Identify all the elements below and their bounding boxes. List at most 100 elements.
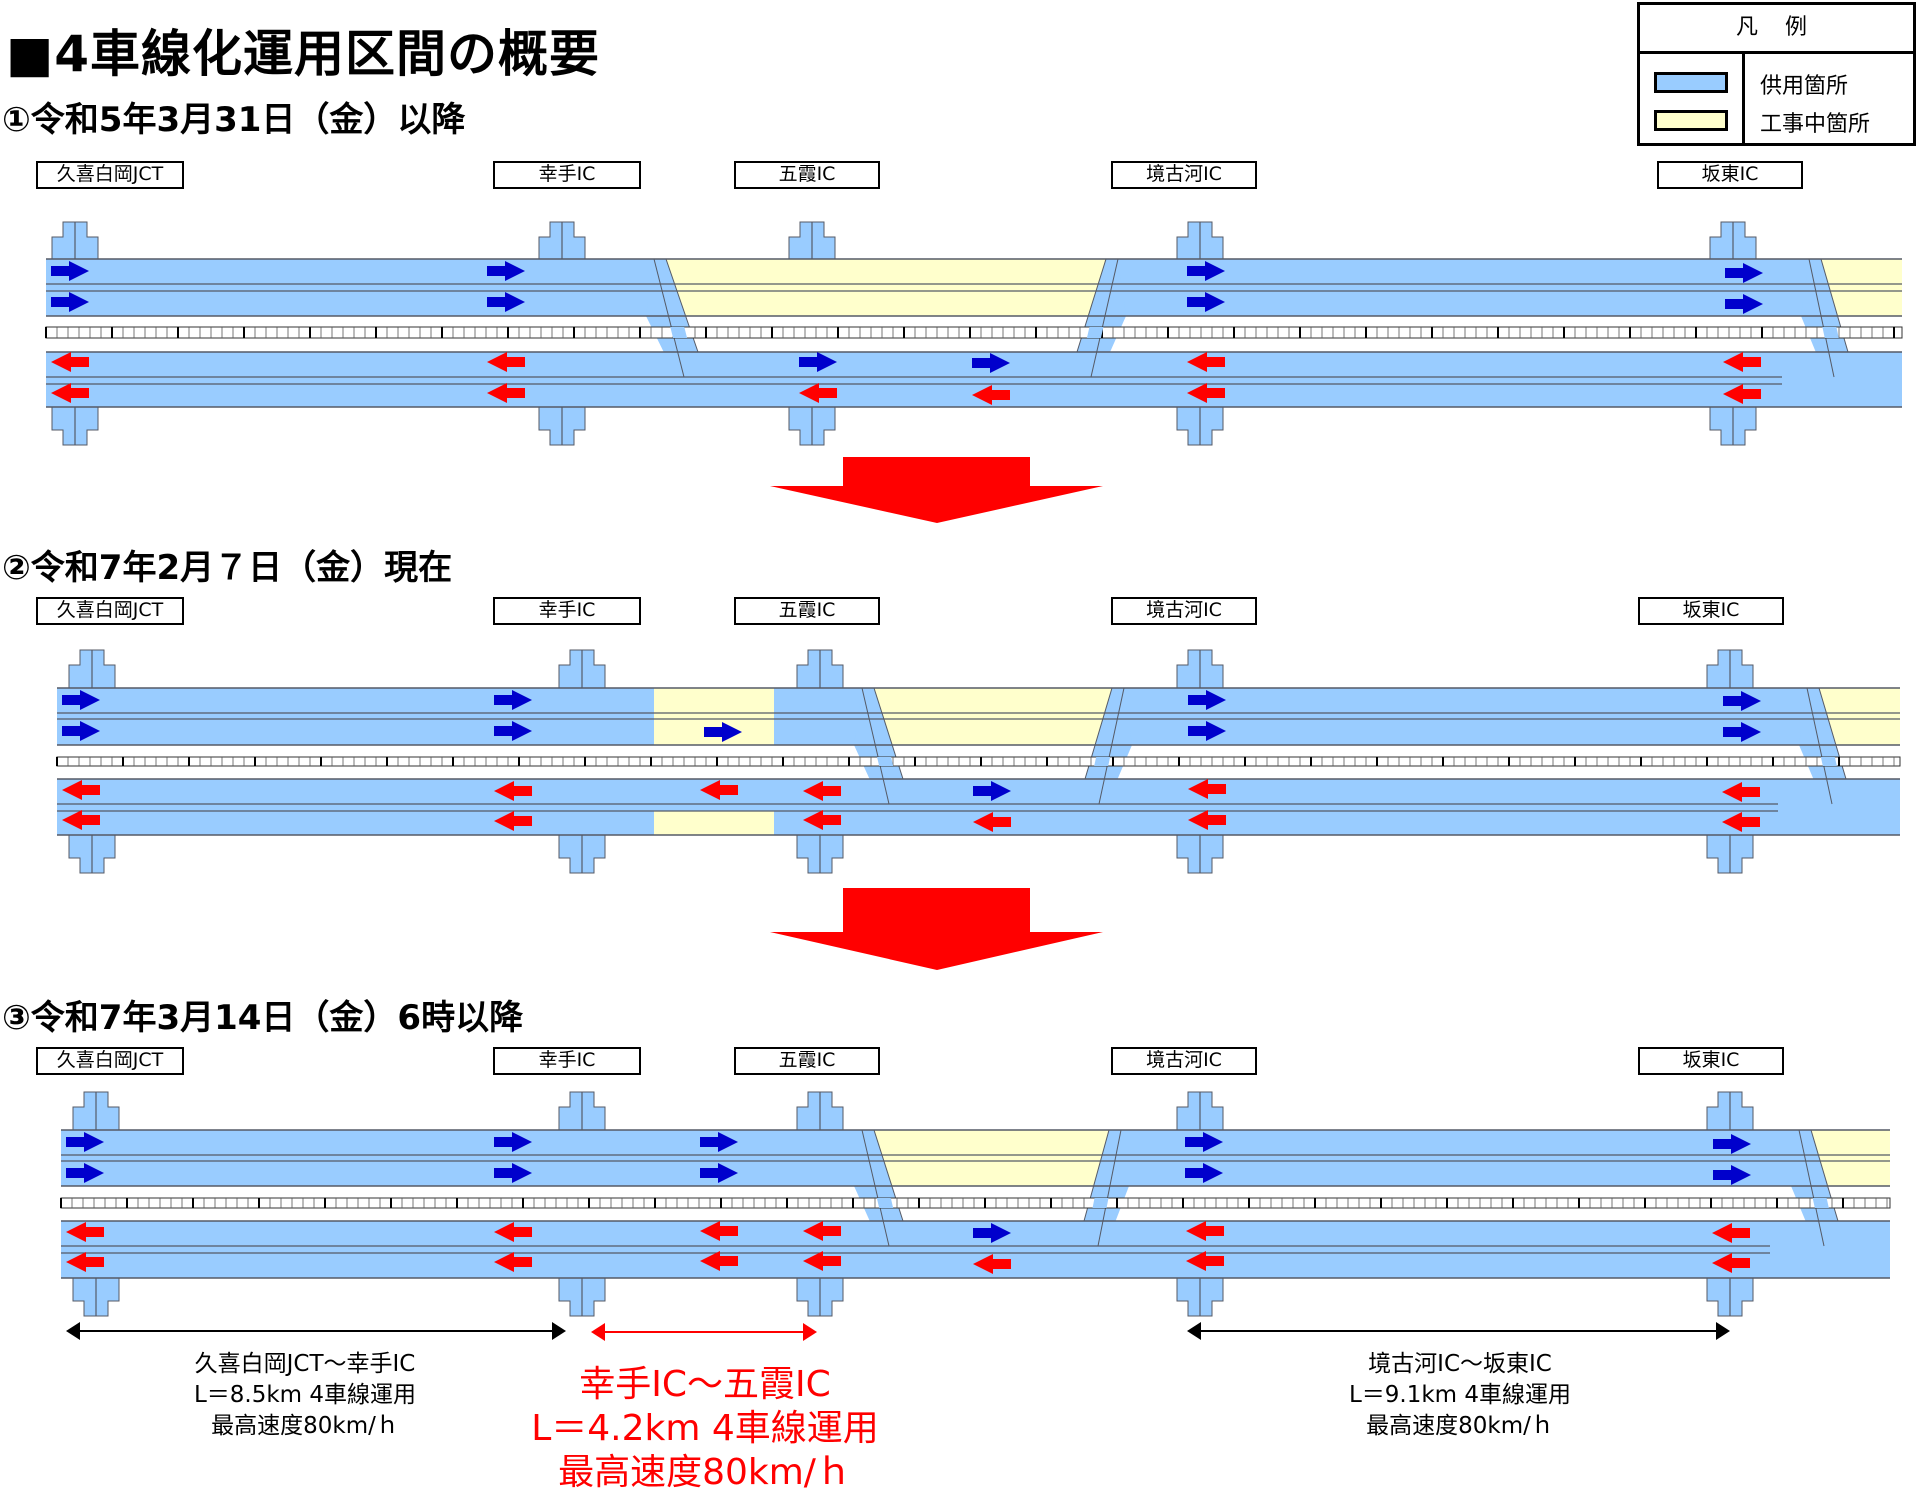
arrow-left-icon <box>1187 352 1225 372</box>
arrow-left-icon <box>1188 810 1226 830</box>
construction-zone <box>868 1130 1115 1186</box>
crossover-lane <box>1092 1198 1109 1208</box>
arrow-right-icon <box>51 261 89 281</box>
section-speed: 最高速度80km/ｈ <box>211 1413 399 1439</box>
crossover-lane <box>1084 1130 1129 1246</box>
arrow-left-icon <box>973 1254 1011 1274</box>
crossover-lane <box>1791 1130 1838 1246</box>
interchange-label: 境古河IC <box>1111 1047 1257 1075</box>
median-barrier <box>60 1197 1891 1209</box>
interchange-label: 境古河IC <box>1111 161 1257 189</box>
section-note-satte-goka: 幸手IC〜五霞IC L＝4.2km 4車線運用 最高速度80km/ｈ <box>500 1363 910 1495</box>
crossover-lane <box>646 259 698 377</box>
arrow-left-icon <box>494 1222 532 1242</box>
legend: 凡 例 供用箇所 工事中箇所 <box>1637 2 1916 146</box>
arrow-left-icon <box>1186 1221 1224 1241</box>
arrow-right-icon <box>1188 721 1226 741</box>
crossover-lane <box>1085 688 1132 804</box>
crossover-lane <box>854 688 903 804</box>
arrow-left-icon <box>799 383 837 403</box>
legend-swatch-under-construction <box>1654 110 1728 131</box>
median-barrier <box>56 756 1901 767</box>
arrow-left-icon <box>803 1251 841 1271</box>
arrow-left-icon <box>487 352 525 372</box>
arrow-right-icon <box>494 1132 532 1152</box>
stage-3-title: ③令和7年3月14日（金）6時以降 <box>2 998 524 1038</box>
section-name: 久喜白岡JCT〜幸手IC <box>194 1351 416 1377</box>
legend-swatch-in-service <box>1654 72 1728 93</box>
arrow-left-icon <box>1723 384 1761 404</box>
span-arrowhead-left-icon <box>591 1323 605 1341</box>
arrow-right-icon <box>700 1132 738 1152</box>
interchange-label: 幸手IC <box>493 1047 641 1075</box>
arrow-right-icon <box>494 690 532 710</box>
construction-zone <box>654 811 774 835</box>
interchange-label: 五霞IC <box>734 1047 880 1075</box>
arrow-right-icon <box>700 1163 738 1183</box>
section-name: 幸手IC〜五霞IC <box>579 1364 831 1405</box>
median-barrier <box>45 326 1903 339</box>
interchange-label: 五霞IC <box>734 161 880 189</box>
transition-arrow-icon <box>770 888 1103 970</box>
arrow-left-icon <box>51 383 89 403</box>
arrow-right-icon <box>66 1163 104 1183</box>
arrow-right-icon <box>1185 1132 1223 1152</box>
arrow-left-icon <box>494 781 532 801</box>
span-arrowhead-right-icon <box>1716 1322 1730 1340</box>
arrow-left-icon <box>1712 1253 1750 1273</box>
construction-zone <box>660 259 1112 316</box>
arrow-left-icon <box>700 780 738 800</box>
arrow-right-icon <box>1725 294 1763 314</box>
interchange-label: 五霞IC <box>734 597 880 625</box>
arrow-left-icon <box>62 810 100 830</box>
legend-label-in-service: 供用箇所 <box>1760 74 1849 99</box>
arrow-left-icon <box>803 781 841 801</box>
arrow-right-icon <box>799 352 837 372</box>
arrow-left-icon <box>487 383 525 403</box>
arrow-right-icon <box>487 292 525 312</box>
crossover-lane <box>1077 259 1126 377</box>
arrow-right-icon <box>973 781 1011 801</box>
arrow-left-icon <box>1722 782 1760 802</box>
arrow-left-icon <box>1712 1223 1750 1243</box>
arrow-left-icon <box>66 1222 104 1242</box>
arrow-left-icon <box>62 780 100 800</box>
crossover-lane <box>1812 1198 1829 1208</box>
interchange-label: 境古河IC <box>1111 597 1257 625</box>
crossover-lane <box>854 1130 903 1246</box>
arrow-right-icon <box>973 1223 1011 1243</box>
interchange-label: 久喜白岡JCT <box>36 597 184 625</box>
legend-label-under-construction: 工事中箇所 <box>1760 112 1871 137</box>
interchange-label: 久喜白岡JCT <box>36 161 184 189</box>
crossover-lane <box>670 327 688 338</box>
arrow-right-icon <box>62 721 100 741</box>
span-arrowhead-right-icon <box>552 1322 566 1340</box>
arrow-left-icon <box>1188 779 1226 799</box>
arrow-left-icon <box>803 810 841 830</box>
span-arrowhead-left-icon <box>66 1322 80 1340</box>
arrow-right-icon <box>66 1132 104 1152</box>
arrow-right-icon <box>494 1163 532 1183</box>
section-length: L＝8.5km 4車線運用 <box>193 1382 417 1408</box>
arrow-right-icon <box>1185 1163 1223 1183</box>
arrow-right-icon <box>1713 1165 1751 1185</box>
arrow-left-icon <box>700 1221 738 1241</box>
arrow-left-icon <box>700 1251 738 1271</box>
arrow-right-icon <box>972 353 1010 373</box>
arrow-left-icon <box>1186 1251 1224 1271</box>
stage-2-title: ②令和7年2月７日（金）現在 <box>2 548 453 588</box>
page-title: ■4車線化運用区間の概要 <box>6 25 601 83</box>
crossover-lane <box>1094 757 1111 766</box>
arrow-left-icon <box>803 1221 841 1241</box>
arrow-left-icon <box>1187 383 1225 403</box>
section-name: 境古河IC〜坂東IC <box>1368 1351 1552 1377</box>
interchange-label: 坂東IC <box>1638 1047 1784 1075</box>
arrow-right-icon <box>1188 690 1226 710</box>
arrow-right-icon <box>1723 722 1761 742</box>
arrow-left-icon <box>494 811 532 831</box>
section-length: L＝9.1km 4車線運用 <box>1348 1382 1572 1408</box>
legend-divider <box>1742 54 1745 143</box>
arrow-right-icon <box>62 690 100 710</box>
arrow-left-icon <box>51 352 89 372</box>
